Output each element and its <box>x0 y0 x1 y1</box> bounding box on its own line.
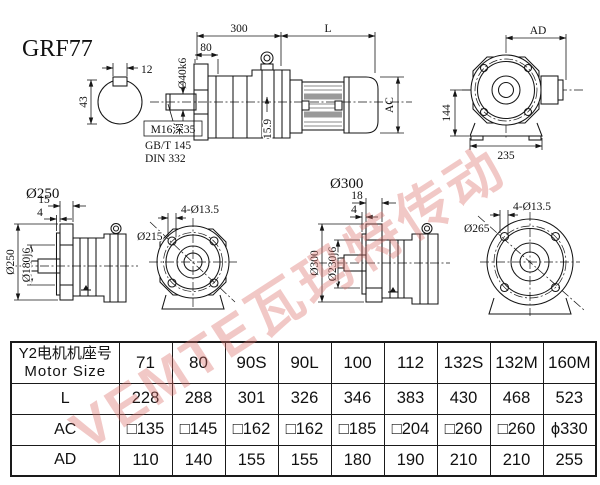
dim-250-holes: 4-Ø13.5 <box>181 204 219 216</box>
table-cell: 210 <box>489 444 544 477</box>
column-header: 160M <box>542 341 597 384</box>
table-cell: 140 <box>171 444 226 477</box>
row-label: AD <box>10 444 120 477</box>
column-header: 71 <box>118 341 173 384</box>
flange-300-views: Ø300 18 <box>308 176 585 316</box>
table-cell: 228 <box>118 382 173 415</box>
table-cell: 288 <box>171 382 226 415</box>
dim-250-lip: 15 <box>38 194 50 206</box>
row-label: AC <box>10 413 120 446</box>
dim-250-step: 4 <box>37 207 43 219</box>
table-cell: □135 <box>118 413 173 446</box>
table-cell: □260 <box>489 413 544 446</box>
column-header: 132M <box>489 341 544 384</box>
dim-AC: AC <box>384 97 396 113</box>
column-header: 80 <box>171 341 226 384</box>
table-cell: □145 <box>171 413 226 446</box>
dim-300-lip: 18 <box>351 190 363 202</box>
flange-250-title: Ø250 <box>26 186 59 202</box>
dim-235: 235 <box>497 150 515 162</box>
table-cell: □185 <box>330 413 385 446</box>
dim-AD: AD <box>530 25 547 37</box>
gearmotor-side-view: 300 L 80 Ø40k6 15.9 AC M16深35 GB/T 145 D <box>143 23 412 165</box>
dim-shaft-43: 43 <box>78 96 90 108</box>
label-din332: DIN 332 <box>145 153 186 165</box>
dim-15-9: 15.9 <box>262 119 274 139</box>
label-gbt145: GB/T 145 <box>145 140 191 152</box>
table-cell: □162 <box>224 413 279 446</box>
table-cell: 301 <box>224 382 279 415</box>
table-cell: 523 <box>542 382 597 415</box>
table-cell: 468 <box>489 382 544 415</box>
table-cell: 255 <box>542 444 597 477</box>
dim-300-step: 4 <box>351 204 357 216</box>
gearbox-rear-view: AD 144 235 <box>441 25 584 162</box>
row-label: L <box>10 382 120 415</box>
column-header: 90L <box>277 341 332 384</box>
table-cell: □162 <box>277 413 332 446</box>
column-header: 112 <box>383 341 438 384</box>
dim-300-holes: 4-Ø13.5 <box>513 201 551 213</box>
shaft-cross-section: 12 43 <box>78 63 153 125</box>
column-header: 100 <box>330 341 385 384</box>
dim-L: L <box>324 23 331 35</box>
dim-144: 144 <box>441 104 453 122</box>
column-header: 132S <box>436 341 491 384</box>
flange-250-views: Ø250 15 <box>4 186 237 310</box>
page-title: GRF77 <box>22 36 93 62</box>
table-cell: 326 <box>277 382 332 415</box>
dim-250-outer: Ø250 <box>5 249 17 275</box>
table-cell: 180 <box>330 444 385 477</box>
table-cell: 155 <box>224 444 279 477</box>
table-cell: 210 <box>436 444 491 477</box>
dim-300: 300 <box>230 23 248 35</box>
table-cell: 190 <box>383 444 438 477</box>
table-cell: ϕ330 <box>542 413 597 446</box>
table-cell: □204 <box>383 413 438 446</box>
dim-300-outer: Ø300 <box>309 250 321 276</box>
flange-300-title: Ø300 <box>330 176 363 192</box>
dim-80: 80 <box>200 42 212 54</box>
column-header: 90S <box>224 341 279 384</box>
dim-250-bolt-circle: Ø215 <box>137 231 163 243</box>
table-cell: 155 <box>277 444 332 477</box>
table-cell: 430 <box>436 382 491 415</box>
table-cell: 110 <box>118 444 173 477</box>
technical-drawing: GRF77 12 43 <box>4 23 585 316</box>
dim-300-spigot: Ø230j6 <box>327 247 339 282</box>
dim-shaft-dia: Ø40k6 <box>177 57 189 89</box>
dim-250-spigot: Ø180j6 <box>21 248 33 283</box>
table-cell: 383 <box>383 382 438 415</box>
table-cell: 346 <box>330 382 385 415</box>
table-cell: □260 <box>436 413 491 446</box>
dim-key-width: 12 <box>141 64 153 76</box>
dim-300-bolt-circle: Ø265 <box>464 223 490 235</box>
label-thread: M16深35 <box>151 122 196 136</box>
